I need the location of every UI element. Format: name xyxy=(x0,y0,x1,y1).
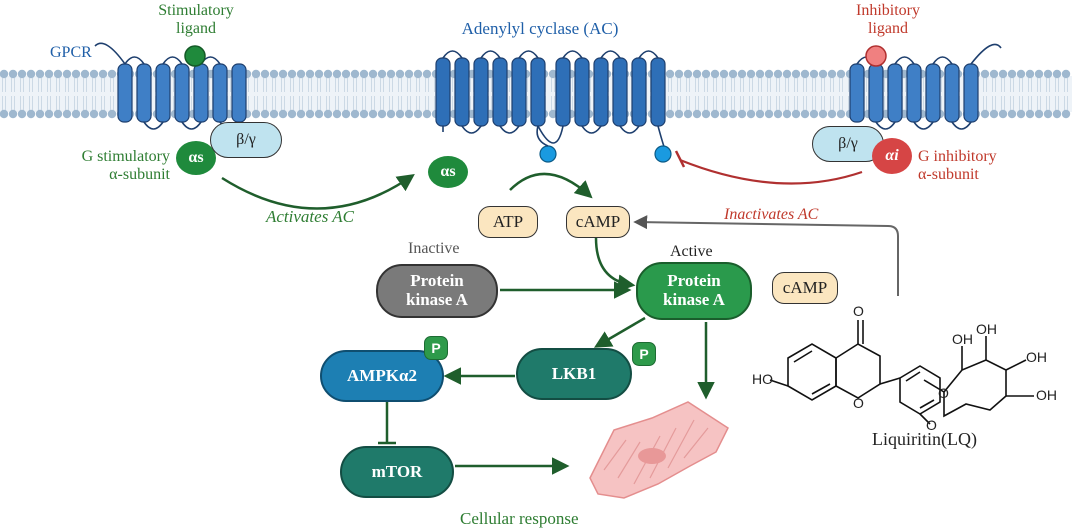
atom-sugar-o: O xyxy=(938,385,949,401)
liquiritin-structure xyxy=(769,320,1034,425)
cellular-response-label: Cellular response xyxy=(460,509,579,528)
transmembrane-helix xyxy=(454,57,470,127)
camp-free-molecule: cAMP xyxy=(772,272,838,304)
atom-oh-1: OH xyxy=(952,331,973,347)
transmembrane-helix xyxy=(612,57,628,127)
ac-catalytic-site-icon xyxy=(654,145,672,163)
mtor-node: mTOR xyxy=(340,446,454,498)
transmembrane-helix xyxy=(117,63,133,123)
transmembrane-helix xyxy=(136,63,152,123)
transmembrane-helix xyxy=(944,63,960,123)
atp-molecule: ATP xyxy=(478,206,538,238)
transmembrane-helix xyxy=(212,63,228,123)
atom-ho-left: HO xyxy=(752,371,773,387)
transmembrane-helix xyxy=(511,57,527,127)
transmembrane-helix xyxy=(593,57,609,127)
beta-gamma-right: β/γ xyxy=(812,126,884,162)
atom-oh-4: OH xyxy=(1036,387,1057,403)
transmembrane-helix xyxy=(435,57,451,127)
activates-ac-label: Activates AC xyxy=(266,207,354,226)
beta-gamma-left: β/γ xyxy=(210,122,282,158)
transmembrane-helix xyxy=(231,63,247,123)
adenylyl-cyclase-label: Adenylyl cyclase (AC) xyxy=(461,19,619,38)
transmembrane-helix xyxy=(193,63,209,123)
ampk-phospho-badge: P xyxy=(424,336,448,360)
atom-oh-3: OH xyxy=(1026,349,1047,365)
transmembrane-helix xyxy=(473,57,489,127)
transmembrane-helix xyxy=(868,63,884,123)
pka-active-node: Protein kinase A xyxy=(636,262,752,320)
g-inhibitory-label: G inhibitory α-subunit xyxy=(918,148,997,183)
inhibition-bar xyxy=(674,150,686,168)
transmembrane-helix xyxy=(530,57,546,127)
inhibitory-ligand-icon xyxy=(865,45,887,67)
inhibitory-ligand-label: Inhibitory ligand xyxy=(856,2,920,37)
inactive-label: Inactive xyxy=(408,240,460,257)
inactivates-ac-inhibition xyxy=(679,158,863,185)
alpha-s-free-subunit: αs xyxy=(428,156,468,188)
adenylyl-cyclase xyxy=(435,50,672,163)
transmembrane-helix xyxy=(849,63,865,123)
camp-to-pka-arrow xyxy=(594,237,636,292)
transmembrane-helix xyxy=(155,63,171,123)
pka-inactive-node: Protein kinase A xyxy=(376,264,498,318)
camp-molecule: cAMP xyxy=(566,206,630,238)
lkb1-node: LKB1 xyxy=(516,348,632,400)
liquiritin-to-camp-arrow xyxy=(633,215,899,296)
stimulatory-gpcr xyxy=(94,42,247,143)
atom-carbonyl-o: O xyxy=(853,303,864,319)
liquiritin-label: Liquiritin(LQ) xyxy=(872,429,977,449)
transmembrane-helix xyxy=(574,57,590,127)
transmembrane-helix xyxy=(925,63,941,123)
atom-ring-o: O xyxy=(853,395,864,411)
lkb1-phospho-badge: P xyxy=(632,342,656,366)
active-label: Active xyxy=(670,243,713,260)
ampk-node: AMPKα2 xyxy=(320,350,444,402)
atom-oh-2: OH xyxy=(976,321,997,337)
transmembrane-helix xyxy=(887,63,903,123)
stimulatory-ligand-icon xyxy=(184,45,206,67)
transmembrane-helix xyxy=(963,63,979,123)
transmembrane-helix xyxy=(174,63,190,123)
transmembrane-helix xyxy=(492,57,508,127)
activates-ac-arrow xyxy=(221,174,415,210)
alpha-i-subunit: αi xyxy=(872,138,912,174)
transmembrane-helix xyxy=(555,57,571,127)
atp-to-camp-arrow xyxy=(509,172,593,199)
gpcr-label: GPCR xyxy=(50,44,92,61)
transmembrane-helix xyxy=(631,57,647,127)
pka-to-lkb1-arrow xyxy=(593,316,646,348)
transmembrane-helix xyxy=(906,63,922,123)
inhibitory-gpcr xyxy=(849,43,1002,130)
cardiomyocyte-icon xyxy=(589,401,729,499)
transmembrane-helix xyxy=(650,57,666,127)
alpha-s-subunit: αs xyxy=(176,141,216,175)
inactivates-ac-label: Inactivates AC xyxy=(724,206,819,223)
atom-glyco-o: O xyxy=(926,417,937,433)
stimulatory-ligand-label: Stimulatory ligand xyxy=(158,2,234,37)
g-stimulatory-label: G stimulatory α-subunit xyxy=(81,148,170,183)
ac-catalytic-site-icon xyxy=(539,145,557,163)
